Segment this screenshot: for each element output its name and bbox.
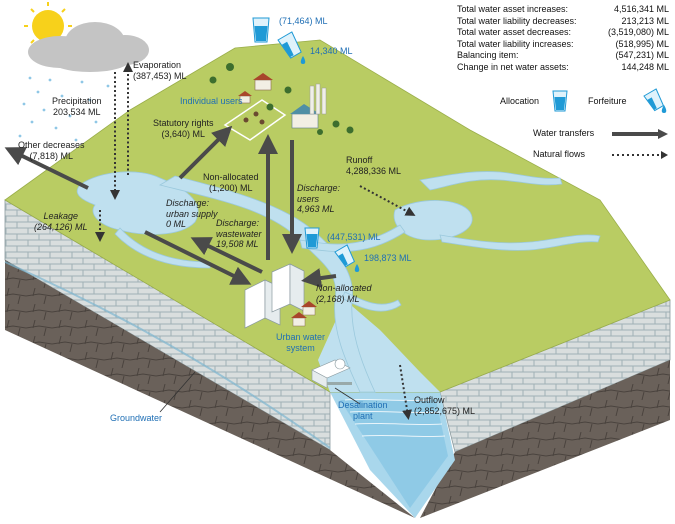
statutory-rights-label: Statutory rights(3,640) ML xyxy=(153,118,214,139)
allocation-glass-mid xyxy=(304,227,320,249)
rain-drops xyxy=(18,76,110,142)
mid-forfeiture-value: 198,873 ML xyxy=(364,253,412,263)
evaporation-label: Evaporation(387,453) ML xyxy=(133,60,187,81)
settlements xyxy=(209,63,354,389)
summary-label: Total water liability decreases: xyxy=(457,15,577,26)
top-forfeiture-value: 14,340 ML xyxy=(310,46,353,56)
allocation-glass-icon xyxy=(552,90,568,112)
allocation-glass-top xyxy=(252,17,270,43)
leader-lines xyxy=(159,371,361,413)
forfeiture-glass-top xyxy=(277,31,302,59)
non-allocated-top-label: Non-allocated(1,200) ML xyxy=(203,172,259,193)
river-right-2 xyxy=(439,234,601,251)
trees xyxy=(209,63,354,135)
legend: Allocation Forfeiture Water transfers Na… xyxy=(500,88,672,165)
river-mid xyxy=(299,224,406,252)
summary-row: Total water asset increases: 4,516,341 ML xyxy=(457,4,669,16)
summary-value: 4,516,341 ML xyxy=(613,4,669,14)
arrow-runoff xyxy=(359,185,416,216)
river-right xyxy=(419,171,563,191)
summary-label: Total water liability increases: xyxy=(457,38,574,49)
summary-value: 213,213 ML xyxy=(621,15,669,26)
sun-icon xyxy=(24,2,72,44)
natural-flow-arrow-icon xyxy=(612,151,668,159)
arrow-statutory-rights xyxy=(178,125,233,180)
ocean-inner xyxy=(340,400,448,508)
legend-allocation-label: Allocation xyxy=(500,96,540,106)
arrow-non-allocated-low xyxy=(301,268,337,288)
arrow-discharge-wastewater xyxy=(190,237,263,274)
groundwater-band xyxy=(4,261,331,449)
summary-label: Change in net water assets: xyxy=(457,61,569,72)
desalination-plant-icon xyxy=(311,358,352,389)
rock-face-right xyxy=(420,360,670,518)
urban-buildings xyxy=(244,263,317,329)
legend-transfers-label: Water transfers xyxy=(533,128,595,138)
legend-natural-label: Natural flows xyxy=(533,149,586,159)
summary-row: Total water liability decreases: 213,213 … xyxy=(457,16,669,28)
water-balance-summary: Total water asset increases: 4,516,341 ML… xyxy=(457,4,669,73)
lake-left xyxy=(76,171,199,235)
arrow-discharge-urban xyxy=(144,230,252,285)
summary-row: Total water liability increases: (518,995… xyxy=(457,39,669,51)
legend-forfeiture-label: Forfeiture xyxy=(588,96,627,106)
top-allocation-value: (71,464) ML xyxy=(279,16,328,26)
outflow-label: Outflow(2,852,675) ML xyxy=(414,395,476,416)
summary-label: Balancing item: xyxy=(457,50,519,60)
mid-allocation-value: (447,531) ML xyxy=(327,232,381,242)
summary-value: (547,231) ML xyxy=(615,50,669,60)
forfeiture-glass-icon xyxy=(643,88,667,113)
individual-users-label: Individual users xyxy=(180,96,243,106)
summary-value: (518,995) ML xyxy=(615,38,669,49)
forfeiture-glass-mid xyxy=(334,244,356,268)
summary-row: Balancing item: (547,231) ML xyxy=(457,50,669,62)
silos-icon xyxy=(309,83,327,115)
cloud-icon xyxy=(28,22,149,72)
statutory-field xyxy=(223,99,287,141)
arrow-other-decreases xyxy=(4,147,89,190)
summary-value: (3,519,080) ML xyxy=(607,27,669,37)
other-decreases-label: Other decreases(7,818) ML xyxy=(18,140,85,161)
summary-value: 144,248 ML xyxy=(621,61,669,72)
creek-bottom xyxy=(341,291,402,312)
non-allocated-low-label: Non-allocated(2,168) ML xyxy=(316,283,372,304)
forfeiture-drop-top xyxy=(300,56,306,64)
groundwater-label: Groundwater xyxy=(110,413,163,423)
rock-face-left xyxy=(5,260,415,518)
summary-row: Total water asset decreases: (3,519,080) … xyxy=(457,27,669,39)
creek-left xyxy=(114,227,211,269)
water-transfer-arrow-icon xyxy=(612,129,668,139)
natural-flow-arrows xyxy=(95,62,416,420)
summary-label: Total water asset decreases: xyxy=(457,27,572,37)
weather xyxy=(18,2,149,142)
water-transfer-arrows xyxy=(4,125,337,288)
forfeiture-drop-mid xyxy=(354,264,360,272)
summary-row: Change in net water assets: 144,248 ML xyxy=(457,62,669,74)
summary-label: Total water asset increases: xyxy=(457,4,569,14)
leakage-label: Leakage(264,126) ML xyxy=(34,211,88,232)
